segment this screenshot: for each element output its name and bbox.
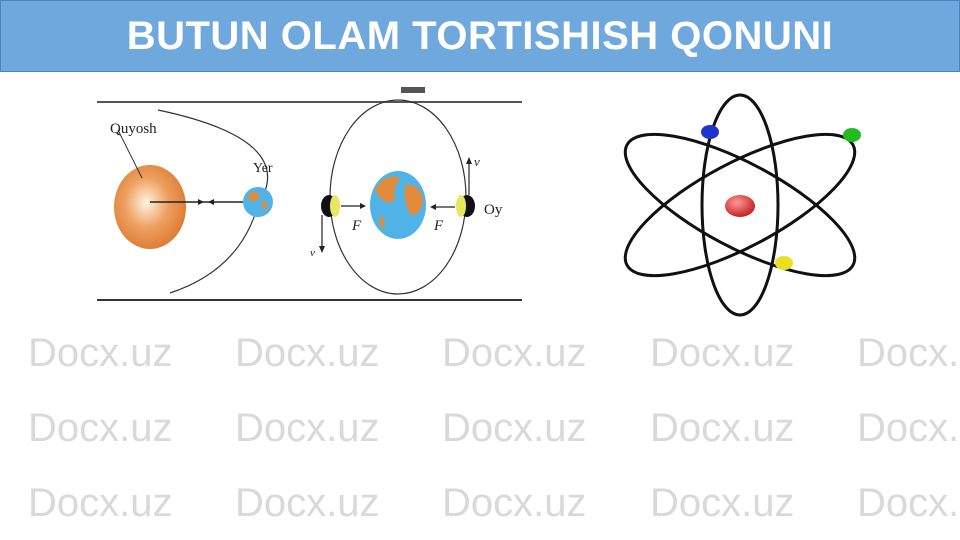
watermark: Docx.uz xyxy=(235,481,380,525)
watermark: Docx.uz xyxy=(442,406,587,450)
watermark: Docx.uz xyxy=(235,331,380,375)
watermark: Docx.uz xyxy=(28,406,173,450)
earth-label: Yer xyxy=(253,161,273,176)
atom-illustration xyxy=(623,93,861,317)
orbit-tilted-1 xyxy=(623,132,857,278)
earth-small xyxy=(243,187,273,217)
watermark: Docx.uz xyxy=(28,331,173,375)
orbit-vertical xyxy=(700,93,780,317)
electron-blue xyxy=(701,125,719,139)
watermark: Docx.uz xyxy=(650,481,795,525)
watermark: Docx.uz xyxy=(442,481,587,525)
velocity-label-left: v xyxy=(310,247,315,259)
force-label-right: F xyxy=(433,218,444,234)
watermark: Docx.uz xyxy=(442,331,587,375)
title-bar xyxy=(0,0,960,72)
moon-label: Oy xyxy=(484,202,503,218)
watermark: Docx.uz xyxy=(857,406,960,450)
watermark: Docx.uz xyxy=(28,481,173,525)
velocity-label-right: v xyxy=(474,154,480,169)
watermark: Docx.uz xyxy=(235,406,380,450)
orbit-tilted-2 xyxy=(623,132,857,278)
sun xyxy=(114,165,186,249)
electron-yellow xyxy=(775,256,793,270)
nucleus xyxy=(725,195,755,217)
electron-green xyxy=(843,128,861,142)
sun-label: Quyosh xyxy=(110,121,157,137)
slide-title: BUTUN OLAM TORTISHISH QONUNI xyxy=(126,14,834,58)
watermark: Docx.uz xyxy=(650,331,795,375)
watermark: Docx.uz xyxy=(857,331,960,375)
watermark: Docx.uz xyxy=(650,406,795,450)
watermark: Docx.uz xyxy=(857,481,960,525)
sun-pointer xyxy=(117,129,143,179)
force-label-left: F xyxy=(351,218,362,234)
